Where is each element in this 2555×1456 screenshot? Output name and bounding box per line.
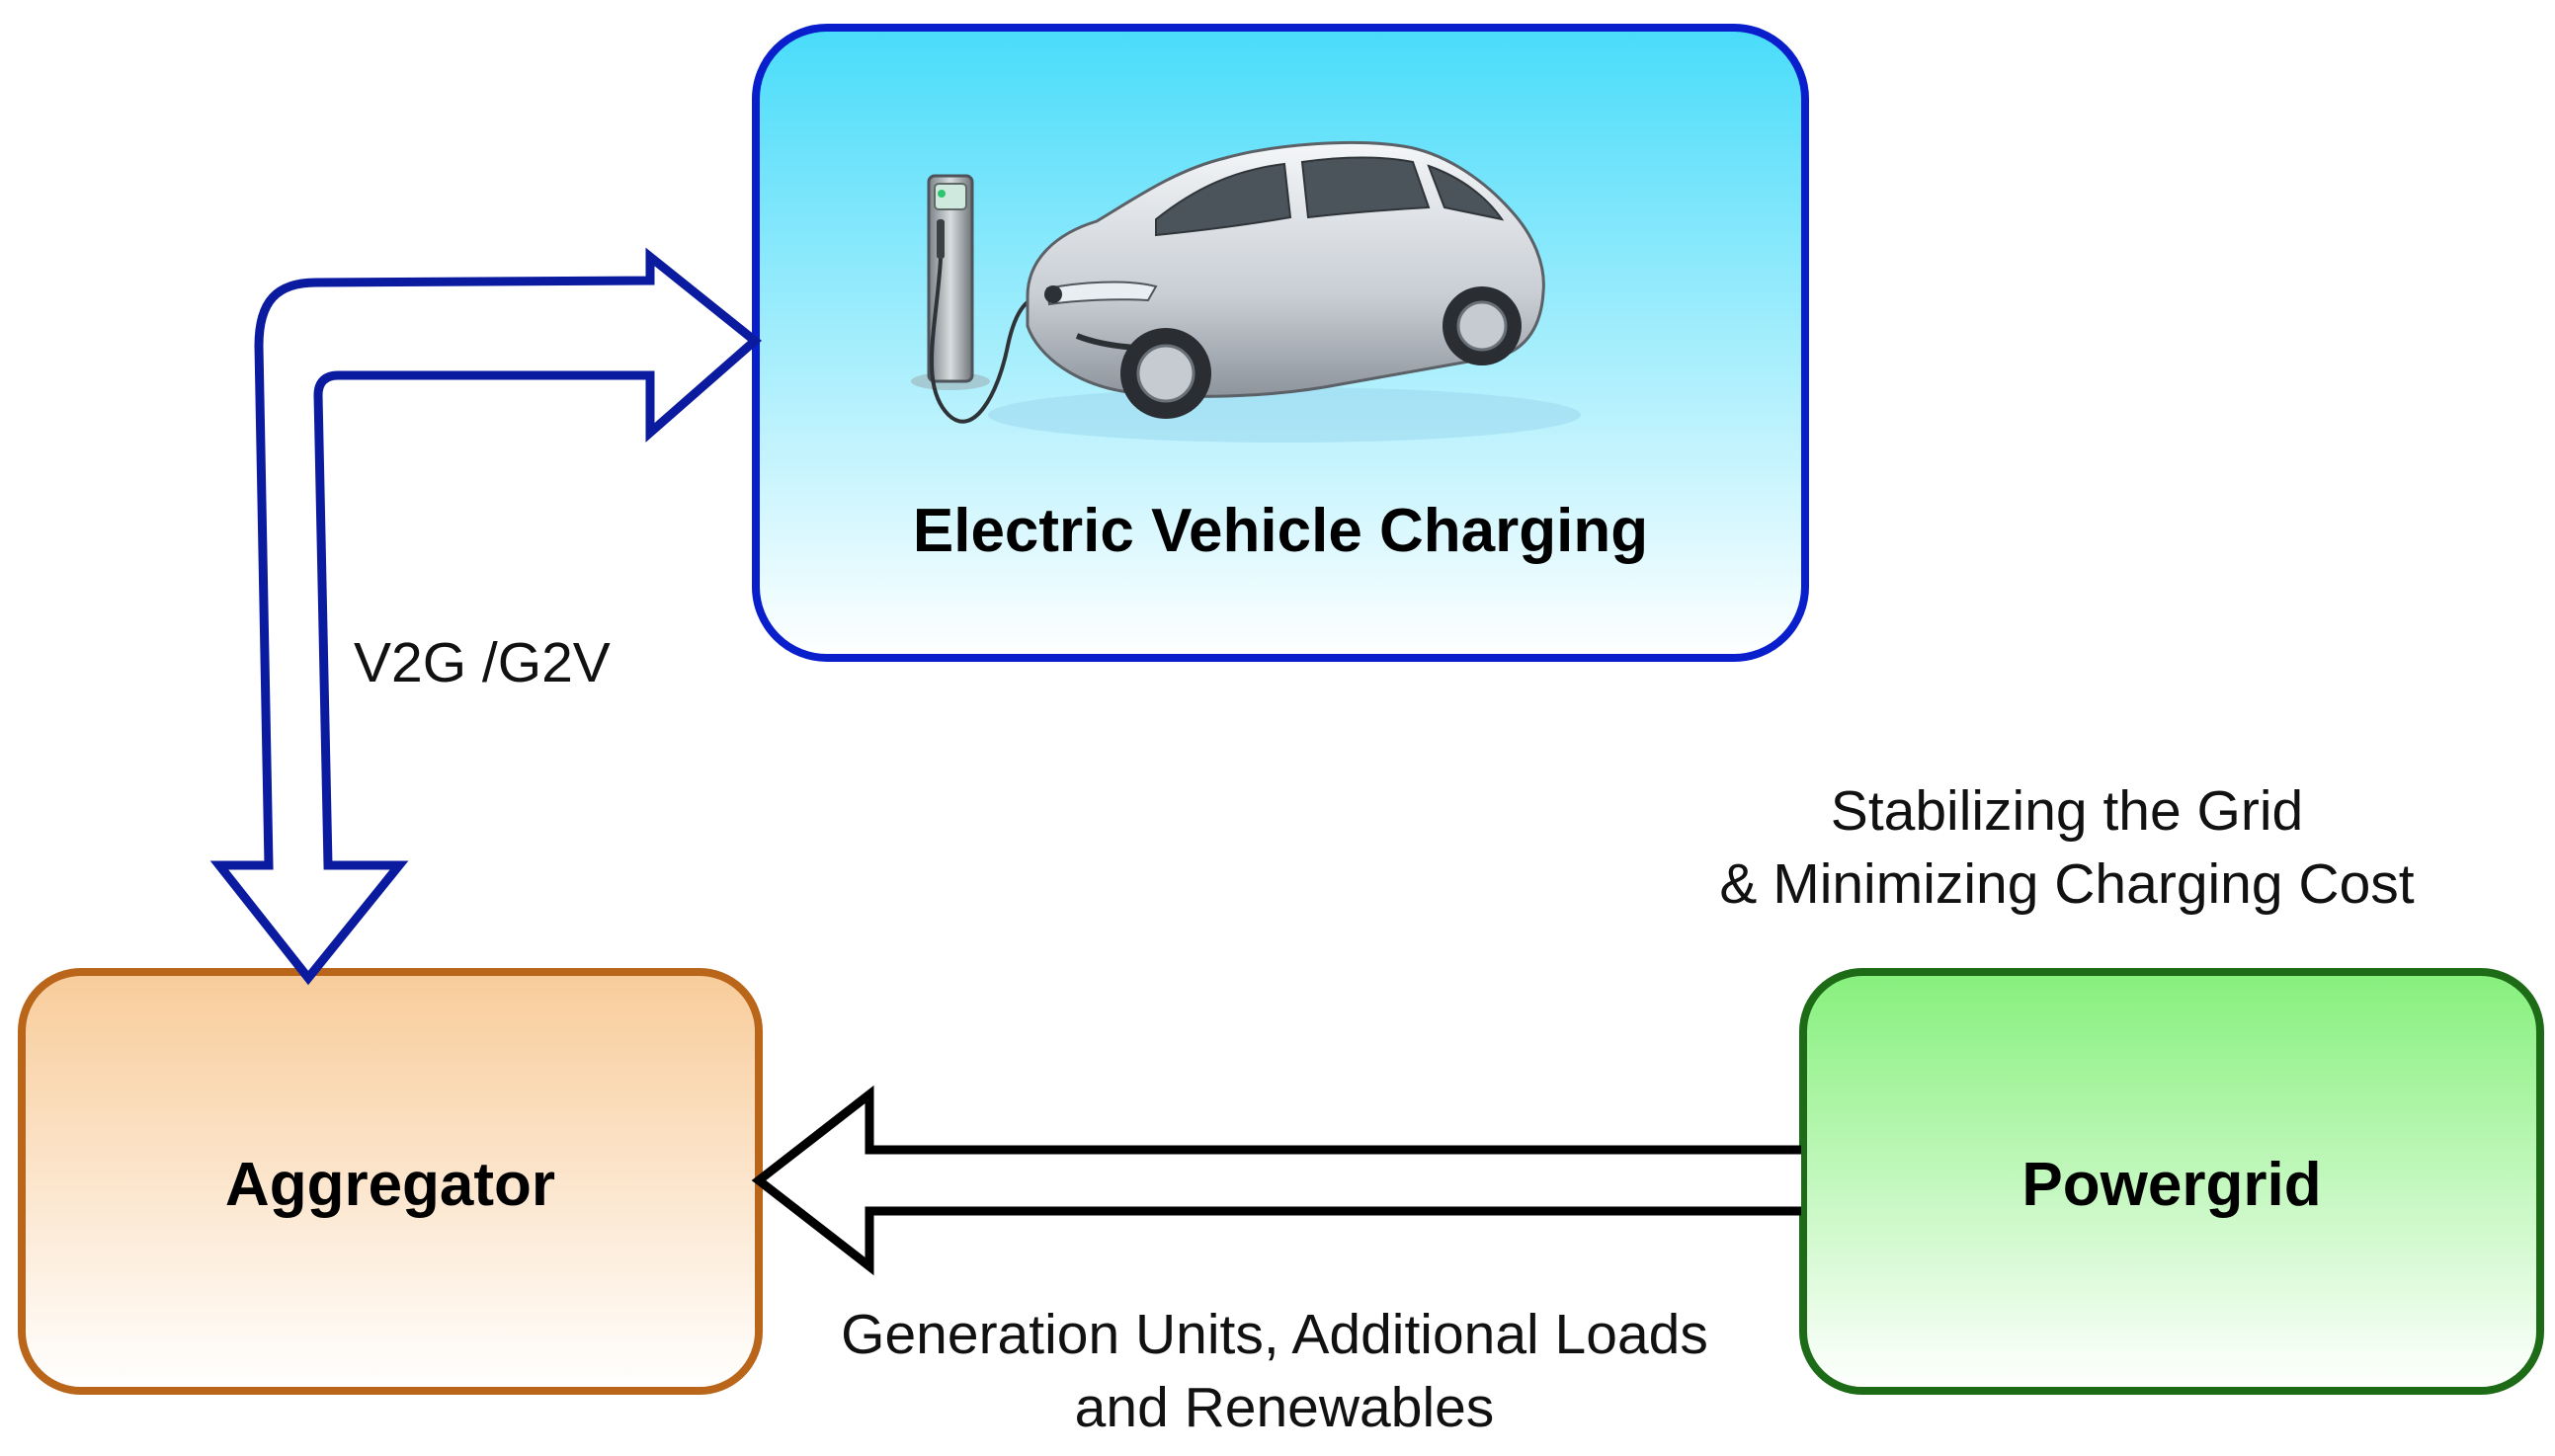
grid-to-aggregator-arrow [751,1085,1801,1276]
v2g-g2v-label: V2G /G2V [354,631,611,694]
grid-edge-label-line1: Generation Units, Additional Loads [841,1303,1708,1366]
powergrid-node: Powergrid [1799,968,2544,1395]
ev-charging-label: Electric Vehicle Charging [913,497,1648,565]
v2g-g2v-arrow [209,247,762,986]
electric-car-icon [988,140,1581,443]
aggregator-label: Aggregator [225,1151,555,1219]
powergrid-label: Powergrid [2021,1151,2321,1219]
powergrid-box [1799,968,2544,1395]
charging-station-icon [911,174,1050,424]
objective-line2: & Minimizing Charging Cost [1719,852,2414,916]
aggregator-node: Aggregator [18,968,763,1395]
ev-charging-node: Electric Vehicle Charging [752,24,1809,662]
grid-edge-label-line2: and Renewables [1075,1376,1495,1439]
objective-line1: Stabilizing the Grid [1831,779,2303,843]
